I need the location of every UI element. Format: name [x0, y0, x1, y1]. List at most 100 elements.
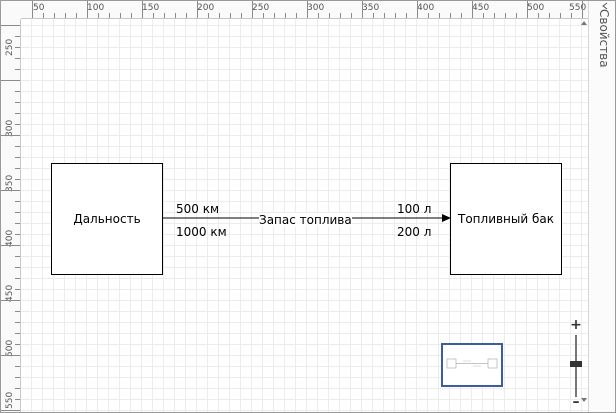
horizontal-ruler — [1, 1, 588, 19]
shape-label: Дальность — [73, 212, 141, 226]
ruler-tick — [1, 80, 20, 81]
ruler-label: 350 — [362, 3, 380, 13]
ruler-tick — [373, 13, 374, 18]
ruler-tick — [1, 135, 20, 136]
ruler-tick — [307, 1, 308, 18]
shape-range-box[interactable]: Дальность — [51, 163, 163, 275]
ruler-tick — [516, 13, 517, 18]
edge-label-left-top[interactable]: 500 км — [176, 202, 220, 216]
ruler-tick — [483, 13, 484, 18]
ruler-tick — [285, 13, 286, 18]
ruler-tick — [15, 157, 20, 158]
ruler-label: 150 — [142, 3, 160, 13]
edge-label-right-top[interactable]: 100 л — [397, 202, 432, 216]
vertical-scrollbar[interactable] — [580, 19, 588, 404]
ruler-tick — [15, 179, 20, 180]
ruler-tick — [428, 13, 429, 18]
ruler-tick — [15, 113, 20, 114]
ruler-tick — [1, 245, 20, 246]
ruler-tick — [15, 333, 20, 334]
ruler-tick — [15, 102, 20, 103]
ruler-label: 550 — [569, 3, 587, 13]
panel-collapse-button[interactable] — [599, 2, 611, 10]
ruler-tick — [15, 201, 20, 202]
ruler-tick — [15, 399, 20, 400]
ruler-tick — [274, 13, 275, 18]
ruler-tick — [230, 13, 231, 18]
ruler-tick — [15, 146, 20, 147]
shape-fuel-tank-box[interactable]: Топливный бак — [450, 163, 562, 275]
ruler-tick — [395, 13, 396, 18]
ruler-tick — [538, 13, 539, 18]
ruler-tick — [197, 1, 198, 18]
ruler-tick — [450, 13, 451, 18]
ruler-label: 100 — [87, 3, 105, 13]
ruler-tick — [15, 366, 20, 367]
ruler-tick — [351, 13, 352, 18]
ruler-tick — [439, 13, 440, 18]
ruler-label: 400 — [417, 3, 435, 13]
ruler-tick — [252, 1, 253, 18]
ruler-tick — [571, 13, 572, 18]
ruler-tick — [15, 36, 20, 37]
properties-panel-title[interactable]: Свойства — [597, 9, 611, 68]
ruler-tick — [15, 223, 20, 224]
ruler-tick — [263, 13, 264, 18]
ruler-tick — [15, 344, 20, 345]
ruler-tick — [384, 13, 385, 18]
properties-panel[interactable] — [588, 1, 615, 412]
ruler-tick — [1, 25, 20, 26]
scroll-arrows-icon — [581, 21, 587, 402]
ruler-tick — [15, 377, 20, 378]
edge-label-left-bottom[interactable]: 1000 км — [176, 225, 227, 239]
ruler-tick — [164, 13, 165, 18]
ruler-tick — [131, 13, 132, 18]
ruler-tick — [15, 168, 20, 169]
ruler-label: 300 — [307, 3, 325, 13]
ruler-tick — [1, 300, 20, 301]
ruler-tick — [549, 13, 550, 18]
ruler-tick — [318, 13, 319, 18]
ruler-tick — [15, 322, 20, 323]
ruler-tick — [505, 13, 506, 18]
ruler-tick — [98, 13, 99, 18]
ruler-tick — [406, 13, 407, 18]
edge-label-right-bottom[interactable]: 200 л — [397, 225, 432, 239]
ruler-label: 450 — [472, 3, 490, 13]
ruler-tick — [1, 410, 20, 411]
ruler-tick — [219, 13, 220, 18]
ruler-tick — [15, 256, 20, 257]
ruler-tick — [65, 13, 66, 18]
edge-label-center[interactable]: Запас топлива — [259, 213, 352, 227]
ruler-tick — [32, 1, 33, 18]
ruler-corner — [1, 1, 21, 19]
ruler-tick — [329, 13, 330, 18]
zoom-out-button[interactable]: – — [572, 394, 580, 410]
zoom-in-button[interactable]: + — [570, 317, 582, 333]
ruler-tick — [15, 234, 20, 235]
ruler-tick — [208, 13, 209, 18]
ruler-label: 250 — [252, 3, 270, 13]
ruler-tick — [15, 388, 20, 389]
ruler-tick — [120, 13, 121, 18]
ruler-tick — [1, 355, 20, 356]
ruler-tick — [15, 47, 20, 48]
vertical-ruler — [1, 19, 21, 412]
minimap[interactable] — [441, 343, 503, 387]
ruler-label: 50 — [33, 3, 45, 13]
ruler-tick — [175, 13, 176, 18]
ruler-tick — [76, 13, 77, 18]
ruler-tick — [15, 212, 20, 213]
zoom-slider-thumb[interactable] — [570, 361, 582, 367]
shape-label: Топливный бак — [458, 212, 554, 226]
ruler-label: 200 — [197, 3, 215, 13]
ruler-tick — [15, 278, 20, 279]
ruler-tick — [340, 13, 341, 18]
ruler-tick — [153, 13, 154, 18]
ruler-tick — [417, 1, 418, 18]
chevron-left-icon — [602, 2, 608, 10]
ruler-tick — [142, 1, 143, 18]
ruler-tick — [1, 190, 20, 191]
ruler-tick — [15, 124, 20, 125]
